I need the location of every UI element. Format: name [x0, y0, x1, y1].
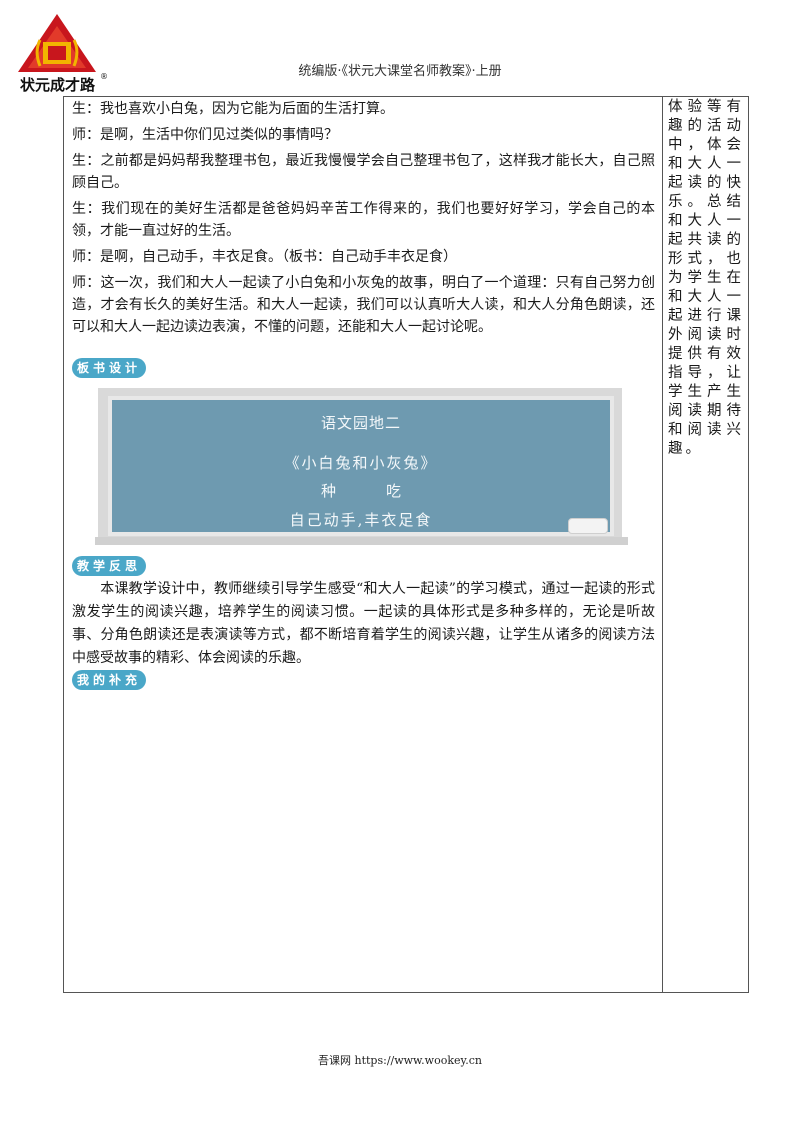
section-badge-reflection: 教学反思: [72, 556, 147, 576]
board-word-right: 吃: [386, 482, 402, 500]
board-subtitle: 《小白兔和小灰兔》: [284, 454, 438, 472]
page-footer: 吾课网 https://www.wookey.cn: [318, 1054, 482, 1067]
logo-emblem-icon: [18, 14, 96, 72]
lesson-dialogue: 生：我也喜欢小白兔，因为它能为后面的生活打算。 师：是啊，生活中你们见过类似的事…: [72, 98, 655, 342]
publisher-logo: 状元成才路 ®: [10, 10, 108, 96]
dialogue-line: 师：是啊，生活中你们见过类似的事情吗？: [72, 127, 338, 143]
reflection-body: 本课教学设计中，教师继续引导学生感受“和大人一起读”的学习模式，通过一起读的形式…: [72, 581, 655, 666]
page-header-title: 统编版·《状元大课堂名师教案》·上册: [298, 64, 502, 79]
lesson-table-frame: [63, 96, 749, 993]
eraser-icon: [568, 518, 608, 534]
side-note: 体验等有趣的活动中，体会和大人一起读的快乐。总结和大人一起共读的形式，也为学生在…: [668, 99, 744, 457]
section-badge-board-design: 板书设计: [72, 358, 147, 378]
board-word-left: 种: [320, 482, 336, 500]
column-divider: [662, 96, 663, 993]
board-motto: 自己动手,丰衣足食: [289, 511, 433, 529]
registered-mark: ®: [100, 72, 108, 81]
dialogue-line: 生：我们现在的美好生活都是爸爸妈妈辛苦工作得来的，我们也要好好学习，学会自己的本…: [72, 201, 655, 239]
dialogue-line: 师：是啊，自己动手，丰衣足食。（板书：自己动手丰衣足食）: [72, 249, 457, 265]
dialogue-line: 生：我也喜欢小白兔，因为它能为后面的生活打算。: [72, 101, 394, 117]
section-badge-supplement: 我的补充: [72, 670, 147, 690]
board-keywords: 种吃: [108, 480, 614, 501]
dialogue-line: 生：之前都是妈妈帮我整理书包，最近我慢慢学会自己整理书包了，这样我才能长大，自己…: [72, 153, 655, 191]
reflection-text: 本课教学设计中，教师继续引导学生感受“和大人一起读”的学习模式，通过一起读的形式…: [72, 578, 655, 670]
blackboard: [108, 396, 614, 536]
dialogue-line: 师：这一次，我们和大人一起读了小白兔和小灰兔的故事，明白了一个道理：只有自己努力…: [72, 275, 655, 335]
blackboard-ledge: [95, 537, 628, 545]
board-title: 语文园地二: [320, 414, 401, 432]
logo-text: 状元成才路: [19, 76, 95, 94]
